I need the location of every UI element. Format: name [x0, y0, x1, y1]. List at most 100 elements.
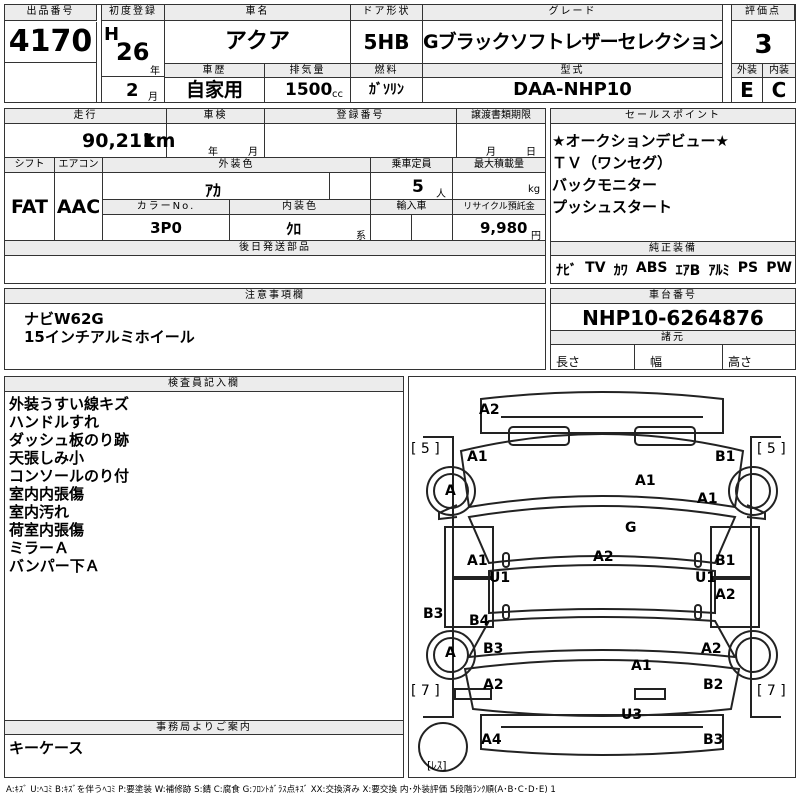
shift-label: シフト — [5, 158, 55, 173]
inspector-line: ミラーＡ — [9, 539, 70, 557]
year-unit: 年 — [150, 66, 160, 77]
month-cell — [101, 77, 165, 102]
ac-label: エアコン — [55, 158, 103, 173]
fuel: ｶﾞｿﾘﾝ — [351, 78, 423, 102]
displacement-label: 排気量 — [265, 63, 351, 78]
mileage-unit: km — [143, 130, 176, 152]
inspector-label: 検査員記入欄 — [5, 377, 403, 392]
chassis-no: NHP10-6264876 — [582, 306, 764, 330]
inspector-line: 天張しみ小 — [9, 449, 85, 467]
car-name: アクア — [165, 21, 351, 63]
ext-color-cell — [103, 173, 330, 200]
damage-mark: A — [445, 645, 456, 661]
lot-no-blank — [5, 62, 97, 102]
capacity-cell — [371, 173, 453, 200]
max-load-unit: kg — [528, 184, 541, 195]
deadline-label: 譲渡書類期限 — [457, 109, 545, 124]
first-reg-label: 初度登録 — [101, 5, 165, 21]
tread-depth: [ 7 ] — [411, 683, 440, 699]
month: 2 — [126, 80, 139, 101]
ext-color: ｱｶ — [205, 181, 222, 200]
int-color: ｸﾛ — [286, 220, 302, 238]
equipment-label: 純正装備 — [551, 241, 795, 256]
recycle-label: リサイクル預託金 — [453, 200, 545, 215]
equipment-item: ﾅﾋﾞ — [556, 263, 577, 279]
damage-mark: A2 — [715, 587, 736, 603]
ext-color-blank — [330, 173, 371, 200]
damage-mark: B1 — [715, 449, 736, 465]
tread-depth: [ 5 ] — [411, 441, 440, 457]
damage-mark: G — [625, 520, 637, 536]
damage-mark: U1 — [489, 570, 511, 586]
insp-year: 年 — [208, 147, 218, 158]
inspection-label: 車検 — [167, 109, 265, 124]
tread-depth: [ 5 ] — [757, 441, 786, 457]
grade: Gブラックソフトレザーセレクション — [423, 21, 723, 63]
office-line: キーケース — [9, 739, 84, 757]
damage-mark: B1 — [715, 553, 736, 569]
lot-no: 4170 — [5, 22, 97, 62]
inspector-line: コンソールのり付 — [9, 467, 130, 485]
equipment-item: ABS — [635, 260, 668, 276]
score-label: 評価点 — [731, 5, 795, 21]
note-line: ナビW62G — [24, 310, 104, 328]
interior-grade-label: 内装 — [763, 63, 795, 78]
damage-mark: B3 — [703, 732, 724, 748]
spec-length — [551, 345, 635, 369]
equipment-item: PS — [737, 260, 759, 276]
damage-mark: B2 — [703, 677, 724, 693]
exterior-grade: E — [731, 78, 763, 102]
fuel-label: 燃料 — [351, 63, 423, 78]
inspector-line: ハンドルすれ — [9, 413, 100, 431]
inspector-block — [4, 376, 404, 778]
damage-mark: A2 — [483, 677, 504, 693]
damage-mark: A4 — [481, 732, 502, 748]
spec-label: 諸元 — [551, 330, 795, 345]
equipment-item: TV — [585, 260, 606, 276]
sales-point-item: ＴＶ（ワンセグ） — [552, 154, 673, 172]
accessories-label: 後日発送部品 — [5, 241, 545, 256]
equipment-item: PW — [766, 260, 792, 276]
displacement-cell — [265, 78, 351, 102]
inspection-cell — [167, 124, 265, 158]
color-no-label: カラーNo. — [103, 200, 230, 215]
note-line: 15インチアルミホイール — [24, 328, 195, 346]
damage-mark: A2 — [479, 402, 500, 418]
ext-color-label: 外装色 — [103, 158, 371, 173]
width-label: 幅 — [650, 355, 663, 369]
equipment-item: ｴｱB — [675, 263, 701, 279]
interior-grade: C — [771, 78, 787, 102]
deadline-cell — [457, 124, 545, 158]
import-cell-a — [371, 215, 412, 241]
sales-points-label: セールスポイント — [551, 109, 795, 124]
mileage-cell — [5, 124, 167, 158]
damage-mark: A2 — [593, 549, 614, 565]
damage-mark: A1 — [697, 491, 718, 507]
equipment-list: ﾅﾋﾞ TV ｶﾜ ABS ｴｱB ｱﾙﾐ PS PW — [556, 260, 792, 280]
color-no: 3P0 — [103, 215, 230, 241]
exterior-grade-label: 外装 — [731, 63, 763, 78]
import-label: 輸入車 — [371, 200, 453, 215]
grade-label: グレード — [423, 5, 723, 21]
first-reg-cell — [101, 21, 165, 77]
damage-mark: A — [445, 483, 456, 499]
int-color-label: 内装色 — [230, 200, 371, 215]
spec-width — [635, 345, 723, 369]
recycle: 9,980 — [480, 219, 528, 237]
damage-mark: A2 — [701, 641, 722, 657]
score: 3 — [731, 21, 795, 63]
lot-no-label: 出品番号 — [5, 5, 97, 21]
era: H — [104, 24, 120, 45]
int-color-unit: 系 — [356, 231, 366, 242]
inspector-line: 外装うすい線キズ — [9, 395, 130, 413]
deadline-month: 月 — [486, 147, 496, 158]
int-color-cell — [230, 215, 371, 241]
damage-mark: B4 — [469, 613, 490, 629]
history: 自家用 — [165, 78, 265, 102]
shift: FAT — [5, 173, 55, 241]
inspector-list: 外装うすい線キズ ハンドルすれ ダッシュ板のり跡 天張しみ小 コンソールのり付 … — [9, 395, 129, 575]
damage-mark: B3 — [483, 641, 504, 657]
inspector-line: 荷室内張傷 — [9, 521, 85, 539]
sales-points-list: ★オークションデビュー★ ＴＶ（ワンセグ） バックモニター プッシュスタート — [552, 130, 792, 218]
car-outline — [418, 391, 781, 772]
